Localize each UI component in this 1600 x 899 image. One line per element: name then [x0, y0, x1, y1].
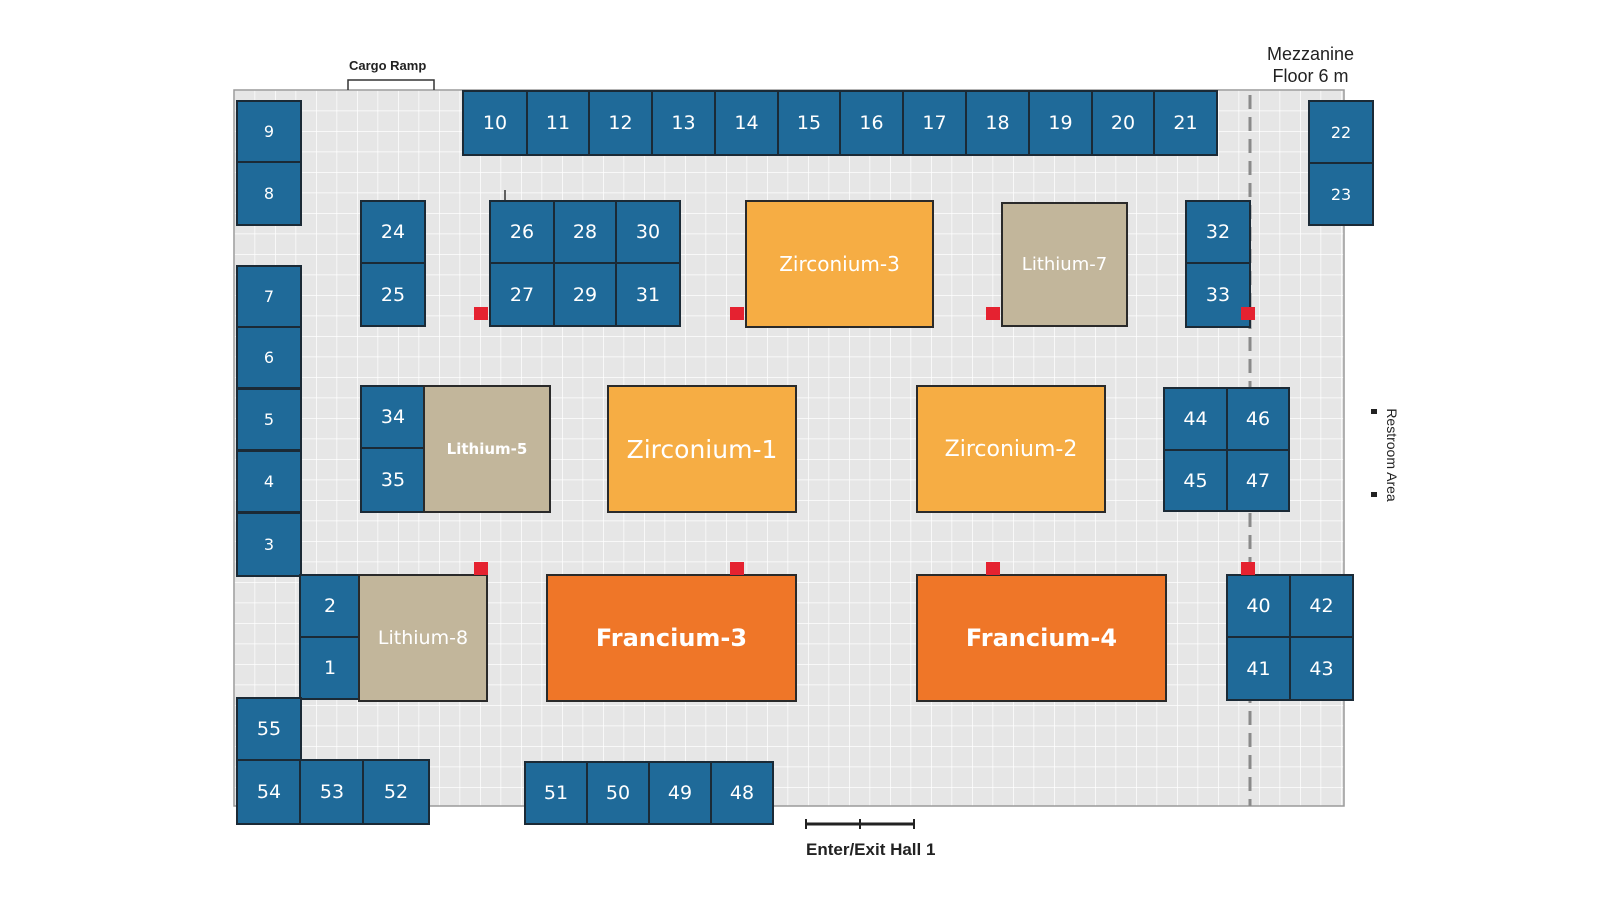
red-marker	[986, 307, 1000, 320]
booth-52[interactable]: 52	[362, 759, 430, 825]
booth-42[interactable]: 42	[1289, 574, 1354, 638]
booth-23[interactable]: 23	[1308, 162, 1374, 226]
restroom-label: Restroom Area	[1384, 408, 1400, 502]
booth-29[interactable]: 29	[553, 262, 617, 327]
booth-53[interactable]: 53	[299, 759, 365, 825]
booth-35[interactable]: 35	[360, 447, 426, 513]
booth-49[interactable]: 49	[648, 761, 712, 825]
booth-45[interactable]: 45	[1163, 449, 1228, 512]
booth-5[interactable]: 5	[236, 388, 302, 451]
booth-12[interactable]: 12	[588, 90, 653, 156]
booth-10[interactable]: 10	[462, 90, 528, 156]
booth-50[interactable]: 50	[586, 761, 650, 825]
hall-lithium-8[interactable]: Lithium-8	[358, 574, 488, 702]
red-marker	[1241, 307, 1255, 320]
cargo-ramp-label: Cargo Ramp	[349, 58, 427, 73]
hall-lithium-5[interactable]: Lithium-5	[423, 385, 551, 513]
hall-zirconium-2[interactable]: Zirconium-2	[916, 385, 1106, 513]
booth-9[interactable]: 9	[236, 100, 302, 163]
booth-25[interactable]: 25	[360, 262, 426, 327]
booth-24[interactable]: 24	[360, 200, 426, 264]
booth-20[interactable]: 20	[1091, 90, 1155, 156]
booth-2[interactable]: 2	[299, 574, 361, 638]
booth-19[interactable]: 19	[1028, 90, 1093, 156]
booth-4[interactable]: 4	[236, 450, 302, 513]
booth-47[interactable]: 47	[1226, 449, 1290, 512]
booth-22[interactable]: 22	[1308, 100, 1374, 164]
booth-1[interactable]: 1	[299, 636, 361, 700]
booth-41[interactable]: 41	[1226, 636, 1291, 701]
booth-46[interactable]: 46	[1226, 387, 1290, 451]
booth-16[interactable]: 16	[839, 90, 904, 156]
restroom-door-tick	[1371, 409, 1377, 414]
booth-11[interactable]: 11	[526, 90, 590, 156]
booth-14[interactable]: 14	[714, 90, 779, 156]
red-marker	[730, 562, 744, 575]
red-marker	[474, 307, 488, 320]
booth-21[interactable]: 21	[1153, 90, 1218, 156]
red-marker	[1241, 562, 1255, 575]
booth-6[interactable]: 6	[236, 326, 302, 389]
booth-30[interactable]: 30	[615, 200, 681, 264]
booth-18[interactable]: 18	[965, 90, 1030, 156]
booth-15[interactable]: 15	[777, 90, 841, 156]
cargo-ramp-marker	[347, 79, 435, 90]
red-marker	[730, 307, 744, 320]
mezzanine-label-line1: Mezzanine	[1266, 44, 1355, 64]
booth-54[interactable]: 54	[236, 759, 302, 825]
booth-55[interactable]: 55	[236, 697, 302, 761]
booth-26[interactable]: 26	[489, 200, 555, 264]
restroom-door-tick	[1371, 492, 1377, 497]
booth-48[interactable]: 48	[710, 761, 774, 825]
red-marker	[986, 562, 1000, 575]
hall-zirconium-3[interactable]: Zirconium-3	[745, 200, 934, 328]
booth-32[interactable]: 32	[1185, 200, 1251, 264]
red-marker	[474, 562, 488, 575]
hall-francium-4[interactable]: Francium-4	[916, 574, 1167, 702]
entrance-label: Enter/Exit Hall 1	[806, 840, 936, 859]
booth-51[interactable]: 51	[524, 761, 588, 825]
booth-40[interactable]: 40	[1226, 574, 1291, 638]
booth-44[interactable]: 44	[1163, 387, 1228, 451]
booth-17[interactable]: 17	[902, 90, 967, 156]
booth-28[interactable]: 28	[553, 200, 617, 264]
booth-27[interactable]: 27	[489, 262, 555, 327]
booth-31[interactable]: 31	[615, 262, 681, 327]
booth-33[interactable]: 33	[1185, 262, 1251, 328]
booth-43[interactable]: 43	[1289, 636, 1354, 701]
hall-francium-3[interactable]: Francium-3	[546, 574, 797, 702]
booth-34[interactable]: 34	[360, 385, 426, 449]
booth-8[interactable]: 8	[236, 161, 302, 226]
hall-zirconium-1[interactable]: Zirconium-1	[607, 385, 797, 513]
booth-7[interactable]: 7	[236, 265, 302, 328]
hall-lithium-7[interactable]: Lithium-7	[1001, 202, 1128, 327]
mezzanine-label: Mezzanine Floor 6 m	[1248, 43, 1373, 87]
booth-3[interactable]: 3	[236, 512, 302, 577]
mezzanine-label-line2: Floor 6 m	[1272, 66, 1349, 86]
booth-13[interactable]: 13	[651, 90, 716, 156]
